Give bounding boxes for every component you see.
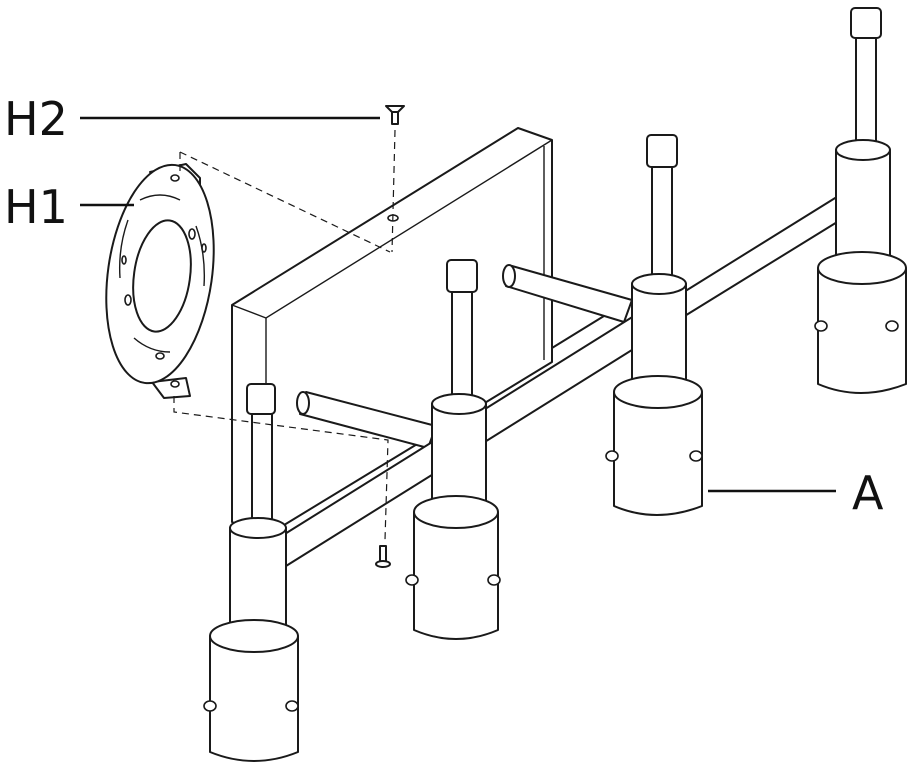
mounting-plate [231,127,553,537]
callout-label-a: A [852,466,884,520]
post-rear-right [814,7,907,394]
callout-label-h1: H1 [4,180,68,234]
alignment-lines [173,129,396,541]
post-front-left [203,383,299,762]
post-mid-right [605,134,703,516]
screw-top [385,105,405,125]
circular-bracket [105,163,215,399]
post-front-center [405,259,501,640]
callout-label-h2: H2 [4,92,68,146]
screw-bottom [375,545,391,568]
